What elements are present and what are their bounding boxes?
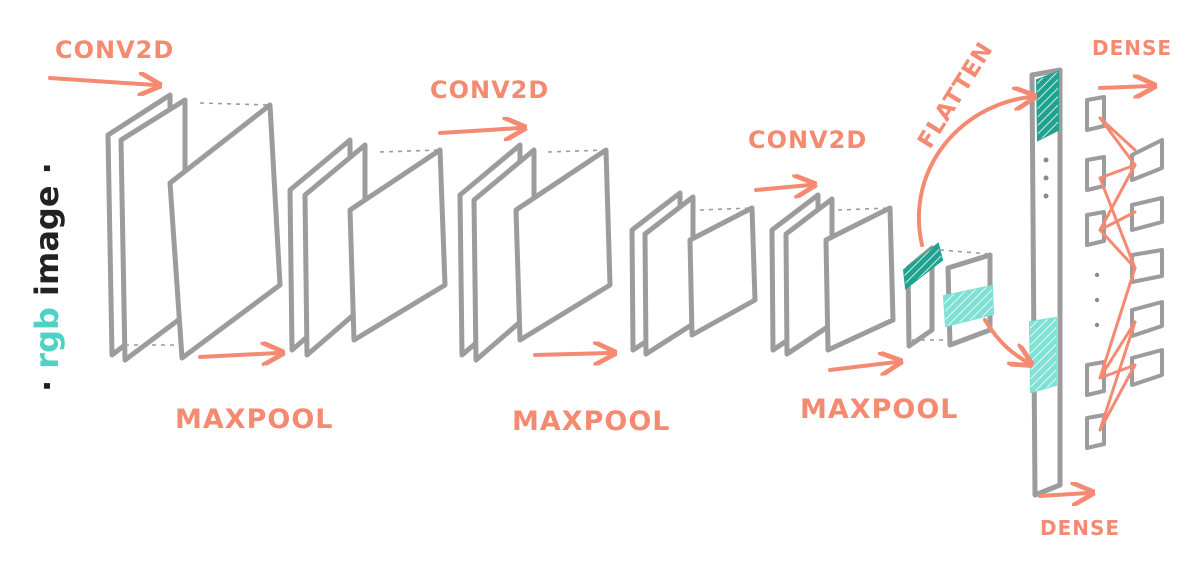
image-label: image (28, 185, 66, 296)
flatten-vector (1028, 67, 1063, 498)
conv2d-label-3: CONV2D (748, 126, 867, 154)
conv-block-5 (769, 192, 896, 357)
dense-label-1: DENSE (1092, 36, 1172, 60)
conv-block-1 (105, 92, 283, 363)
rgb-label: rgb (28, 307, 66, 369)
conv-block-2 (287, 137, 448, 358)
input-label: · rgb image · (28, 162, 66, 392)
maxpool-label-2: MAXPOOL (512, 406, 670, 437)
maxpool-label-1: MAXPOOL (175, 404, 333, 435)
conv-block-4 (629, 190, 758, 357)
svg-text:· rgb image ·: · rgb image · (28, 162, 66, 392)
pool-block-3 (902, 242, 995, 349)
dense-label-2: DENSE (1040, 516, 1120, 540)
conv2d-label-1: CONV2D (55, 36, 174, 64)
conv-block-3 (457, 142, 613, 363)
conv2d-label-2: CONV2D (430, 76, 549, 104)
flatten-label: FLATTEN (913, 37, 999, 153)
maxpool-label-3: MAXPOOL (800, 394, 958, 425)
dense-layer (1085, 95, 1164, 450)
arrows (48, 78, 1150, 496)
